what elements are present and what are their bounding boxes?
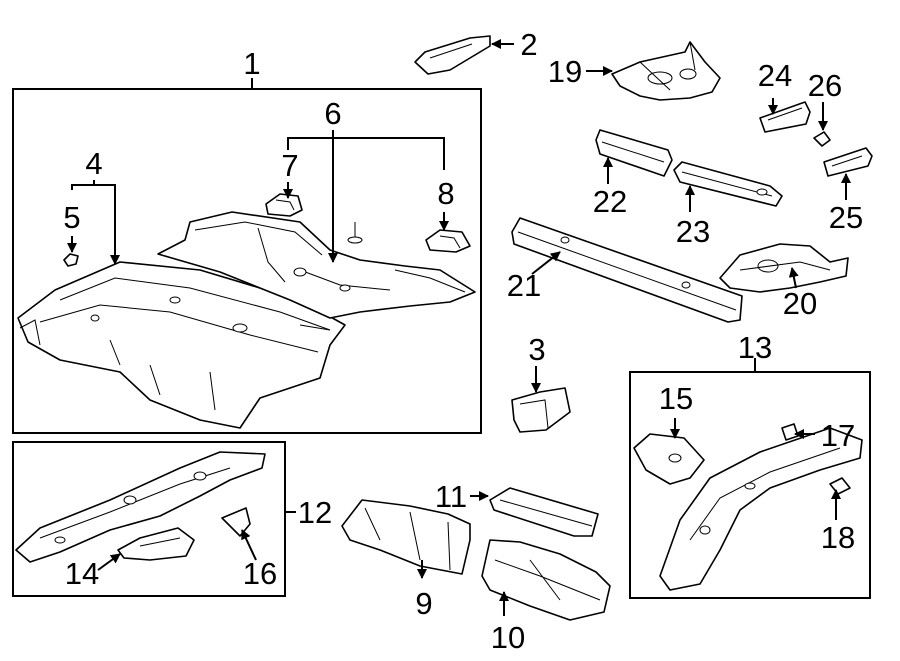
stud	[347, 222, 363, 244]
front-floor-pan	[157, 211, 476, 319]
clip-17	[781, 423, 799, 441]
bracket-11	[489, 487, 599, 537]
rail-assembly-13	[659, 427, 863, 591]
rail-9	[341, 499, 471, 575]
callout-7: 7	[281, 148, 298, 183]
callout-20: 20	[783, 286, 817, 321]
callout-numbers: 1 2 3 4 5 6 7 8 9 10 11 12 13 14 15 16 1…	[63, 27, 863, 655]
group-box-13	[629, 371, 871, 599]
bracket-8	[425, 229, 471, 253]
callout-24: 24	[758, 58, 792, 93]
callout-9: 9	[415, 586, 432, 621]
bracket-15	[633, 433, 705, 485]
callout-21: 21	[507, 268, 541, 303]
callout-1: 1	[243, 46, 260, 81]
clip-26	[813, 131, 831, 147]
bracket-7	[265, 193, 303, 217]
leader-lines	[67, 39, 851, 616]
callout-23: 23	[676, 214, 710, 249]
group-box-12	[12, 441, 286, 597]
bracket-25	[823, 147, 873, 177]
callout-25: 25	[829, 200, 863, 235]
callout-22: 22	[593, 184, 627, 219]
callout-15: 15	[659, 381, 693, 416]
callout-13: 13	[738, 330, 772, 365]
callout-5: 5	[63, 200, 80, 235]
bracket-3	[511, 387, 571, 433]
rail-23	[673, 161, 783, 207]
bracket-24	[759, 101, 811, 133]
callout-6: 6	[324, 96, 341, 131]
callout-18: 18	[821, 520, 855, 555]
callout-12: 12	[298, 495, 332, 530]
callout-8: 8	[437, 176, 454, 211]
callout-26: 26	[808, 68, 842, 103]
panel-20	[719, 243, 849, 293]
callout-19: 19	[548, 54, 582, 89]
callout-14: 14	[65, 556, 99, 591]
rail-22	[595, 129, 673, 177]
bracket-14	[117, 527, 195, 561]
crossmember-21	[511, 217, 743, 323]
callout-17: 17	[821, 418, 855, 453]
bracket-16	[221, 507, 251, 537]
callout-10: 10	[491, 620, 525, 655]
callout-2: 2	[520, 27, 537, 62]
clip-18	[829, 477, 851, 495]
panel-19	[611, 41, 721, 101]
group-box-1	[12, 88, 482, 434]
callout-3: 3	[528, 332, 545, 367]
callout-11: 11	[435, 479, 467, 514]
callout-16: 16	[243, 556, 277, 591]
callout-4: 4	[85, 146, 102, 181]
rail-12	[15, 451, 266, 563]
clip-5	[63, 253, 79, 267]
bracket-2	[414, 35, 491, 75]
rear-floor-pan	[17, 261, 346, 429]
rail-10	[481, 539, 611, 621]
